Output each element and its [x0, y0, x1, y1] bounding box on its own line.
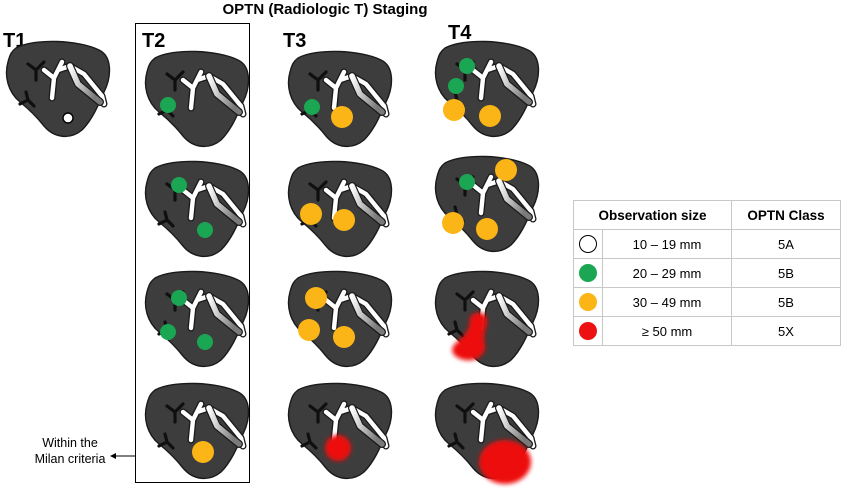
liver-diagram — [434, 270, 540, 367]
liver-diagram — [287, 382, 393, 479]
green-lesion-icon — [160, 324, 176, 340]
legend-row: 10 – 19 mm 5A — [573, 229, 841, 259]
liver-diagram — [287, 270, 393, 367]
legend-header-class: OPTN Class — [731, 200, 841, 230]
green-dot-icon — [579, 264, 597, 282]
green-lesion-icon — [448, 78, 464, 94]
liver-diagram — [287, 50, 393, 147]
liver-diagram — [434, 40, 540, 137]
liver-diagram — [144, 160, 250, 257]
yellow-lesion-icon — [476, 218, 498, 240]
legend-row: ≥ 50 mm 5X — [573, 316, 841, 346]
milan-label-line1: Within the — [42, 436, 98, 450]
column-header-t4: T4 — [448, 22, 472, 44]
liver-diagram — [434, 382, 540, 484]
green-lesion-icon — [459, 174, 475, 190]
yellow-lesion-icon — [333, 326, 355, 348]
yellow-lesion-icon — [333, 209, 355, 231]
liver-diagram — [144, 270, 250, 367]
liver-diagram — [434, 155, 540, 252]
figure-title: OPTN (Radiologic T) Staging — [222, 1, 428, 18]
arrow-icon — [110, 453, 135, 459]
yellow-lesion-icon — [305, 287, 327, 309]
yellow-lesion-icon — [298, 319, 320, 341]
legend-size: 20 – 29 mm — [602, 258, 732, 288]
liver-diagram — [144, 382, 250, 479]
white-lesion-icon — [62, 112, 74, 124]
green-lesion-icon — [160, 97, 176, 113]
yellow-lesion-icon — [495, 159, 517, 181]
green-lesion-icon — [171, 177, 187, 193]
red-lesion-icon — [325, 435, 351, 461]
legend-header-size: Observation size — [573, 200, 732, 230]
white-dot-icon — [579, 235, 597, 253]
red-dot-icon — [579, 322, 597, 340]
column-header-t3: T3 — [283, 30, 307, 52]
column-header-t2: T2 — [142, 30, 166, 52]
yellow-lesion-icon — [300, 203, 322, 225]
large-lesion-icon — [452, 312, 488, 361]
legend-header-row: Observation size OPTN Class — [573, 200, 841, 230]
milan-label-line2: Milan criteria — [34, 452, 106, 466]
green-lesion-icon — [197, 334, 213, 350]
green-lesion-icon — [304, 99, 320, 115]
legend-row: 20 – 29 mm 5B — [573, 258, 841, 288]
liver-diagram — [144, 50, 250, 147]
milan-criteria-label: Within the Milan criteria — [20, 435, 120, 467]
milan-criteria-box — [135, 23, 250, 483]
legend-class: 5B — [731, 287, 841, 317]
yellow-lesion-icon — [443, 99, 465, 121]
green-lesion-icon — [171, 290, 187, 306]
green-lesion-icon — [459, 58, 475, 74]
yellow-lesion-icon — [442, 212, 464, 234]
legend-size: ≥ 50 mm — [602, 316, 732, 346]
yellow-lesion-icon — [479, 105, 501, 127]
legend-size: 10 – 19 mm — [602, 229, 732, 259]
legend-class: 5B — [731, 258, 841, 288]
yellow-lesion-icon — [331, 106, 353, 128]
legend-class: 5X — [731, 316, 841, 346]
yellow-dot-icon — [579, 293, 597, 311]
legend-row: 30 – 49 mm 5B — [573, 287, 841, 317]
legend-size: 30 – 49 mm — [602, 287, 732, 317]
green-lesion-icon — [197, 222, 213, 238]
legend-class: 5A — [731, 229, 841, 259]
legend-table: Observation size OPTN Class 10 – 19 mm 5… — [573, 200, 841, 346]
large-lesion-icon — [479, 440, 531, 484]
liver-diagram — [287, 160, 393, 257]
liver-diagram — [5, 40, 111, 137]
yellow-lesion-icon — [192, 441, 214, 463]
